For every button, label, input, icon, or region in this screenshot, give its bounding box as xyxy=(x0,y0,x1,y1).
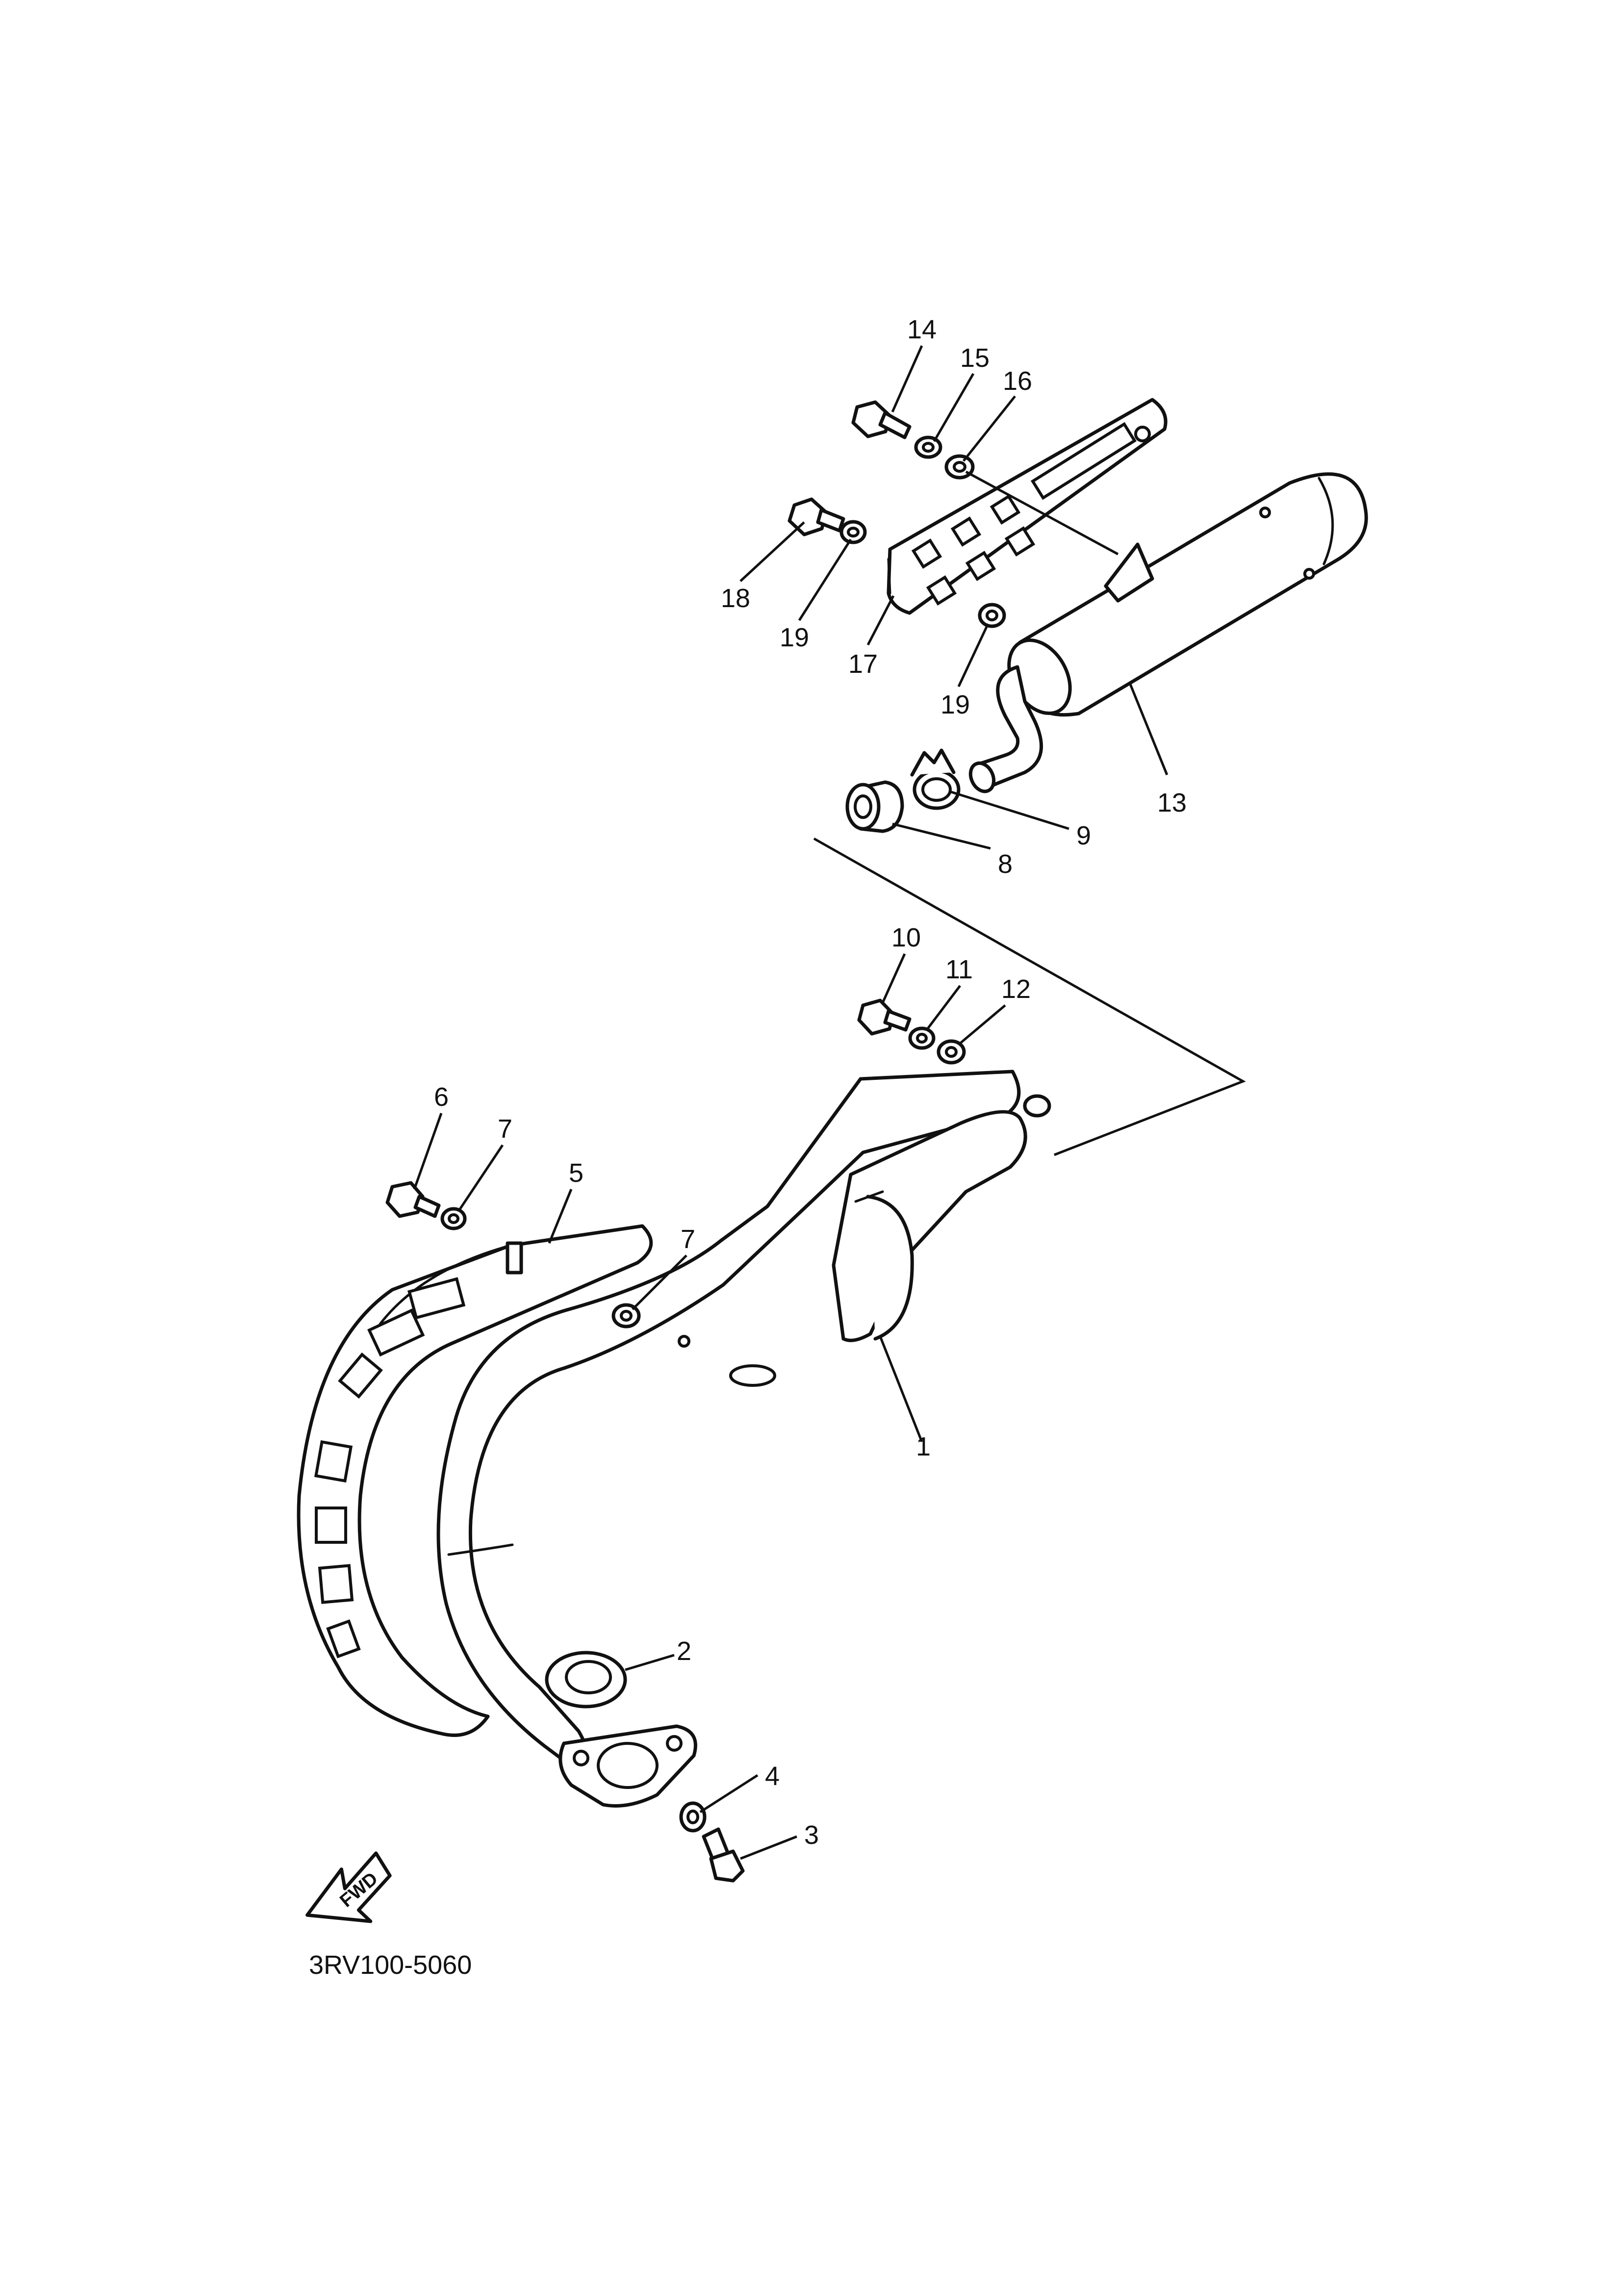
callout-4: 4 xyxy=(765,1762,780,1791)
gasket-part-8 xyxy=(845,780,904,833)
bolt-part-3 xyxy=(702,1827,745,1883)
washer-part-7-left xyxy=(440,1207,467,1230)
callout-11: 11 xyxy=(945,955,973,984)
silencer-protector-part-17 xyxy=(887,398,1167,615)
bolt-part-6 xyxy=(385,1181,441,1218)
callout-18: 18 xyxy=(721,584,750,613)
callout-13: 13 xyxy=(1157,788,1187,817)
callout-14: 14 xyxy=(907,315,937,344)
lock-washer-part-15 xyxy=(914,435,942,459)
fwd-arrow-icon: FWD xyxy=(305,1851,392,1923)
callout-1: 1 xyxy=(916,1432,931,1461)
callout-7-right: 7 xyxy=(681,1225,695,1254)
muffler-protector-part-5 xyxy=(297,1224,653,1737)
washer-part-12 xyxy=(937,1039,966,1065)
callout-19-upper: 19 xyxy=(780,623,809,652)
callout-7-left: 7 xyxy=(498,1114,512,1144)
silencer-part-13 xyxy=(968,472,1368,793)
washer-part-19-upper xyxy=(839,520,867,544)
clamp-part-9 xyxy=(910,748,961,810)
callout-5: 5 xyxy=(569,1158,584,1188)
callout-15: 15 xyxy=(960,343,990,373)
bolt-part-18 xyxy=(787,497,845,536)
callout-2: 2 xyxy=(677,1636,691,1666)
bolt-part-14 xyxy=(851,400,912,439)
callout-12: 12 xyxy=(1001,974,1031,1004)
callout-6: 6 xyxy=(434,1082,449,1112)
diagram-code: 3RV100-5060 xyxy=(309,1950,472,1980)
lock-washer-part-11 xyxy=(908,1026,936,1050)
callout-8: 8 xyxy=(998,849,1013,879)
callout-19-lower: 19 xyxy=(940,690,970,719)
exhaust-pipe-part-1 xyxy=(436,1070,1051,1777)
callout-10: 10 xyxy=(891,923,921,952)
washer-part-19-lower xyxy=(978,603,1006,628)
callout-16: 16 xyxy=(1003,366,1032,396)
callout-9: 9 xyxy=(1076,821,1091,850)
bolt-part-10 xyxy=(857,998,912,1036)
exhaust-flange xyxy=(558,1724,697,1808)
callout-17: 17 xyxy=(848,649,878,679)
callout-3: 3 xyxy=(804,1820,819,1850)
washer-part-4 xyxy=(679,1801,707,1833)
gasket-part-2 xyxy=(545,1651,627,1709)
washer-part-7-right xyxy=(611,1303,641,1328)
